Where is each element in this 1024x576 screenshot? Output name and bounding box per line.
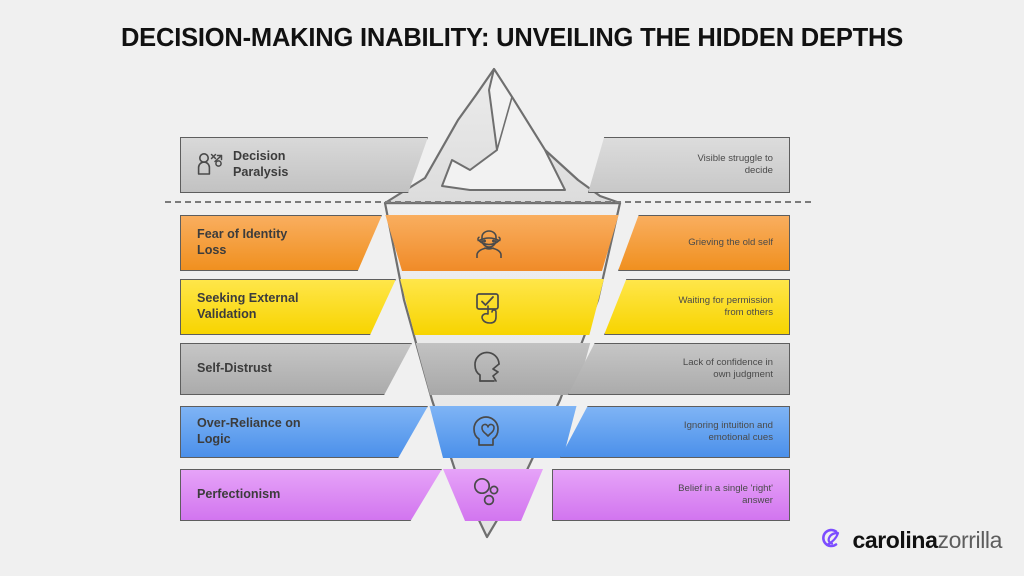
tier-left-text: Self-Distrust: [197, 361, 272, 376]
iceberg-band-fear-of-identity-loss: [385, 215, 619, 271]
tier-left-text: Fear of Identity Loss: [197, 227, 288, 257]
logo-word-primary: carolina: [852, 527, 938, 553]
tier-right-text: Visible struggle to decide: [697, 153, 773, 176]
tier-right-text: Lack of confidence in own judgment: [682, 357, 773, 380]
tier-left-text: Decision Paralysis: [233, 149, 289, 179]
tier-left-text: Over-Reliance on Logic: [197, 416, 301, 446]
iceberg-band-over-reliance-on-logic: [429, 406, 577, 458]
page-title: DECISION-MAKING INABILITY: UNVEILING THE…: [120, 24, 904, 52]
tier-label-right-decision-paralysis[interactable]: Visible struggle to decide: [588, 137, 790, 193]
tier-label-right-self-distrust[interactable]: Lack of confidence in own judgment: [568, 343, 790, 395]
tier-label-left-decision-paralysis[interactable]: Decision Paralysis: [180, 137, 428, 193]
tier-right-text: Ignoring intuition and emotional cues: [683, 420, 773, 443]
tier-left-text: Perfectionism: [197, 487, 281, 502]
tier-label-left-self-distrust[interactable]: Self-Distrust: [180, 343, 412, 395]
tier-label-left-seeking-external-validation[interactable]: Seeking External Validation: [180, 279, 396, 335]
tier-label-right-seeking-external-validation[interactable]: Waiting for permission from others: [604, 279, 790, 335]
tier-right-text: Belief in a single 'right' answer: [678, 483, 773, 506]
tier-left-text: Seeking External Validation: [197, 291, 299, 321]
iceberg-band-self-distrust: [415, 343, 591, 395]
tier-label-left-over-reliance-on-logic[interactable]: Over-Reliance on Logic: [180, 406, 428, 458]
tier-right-text: Grieving the old self: [688, 237, 773, 248]
tier-label-left-perfectionism[interactable]: Perfectionism: [180, 469, 442, 521]
logo-mark-icon: [815, 523, 845, 558]
tier-right-text: Waiting for permission from others: [678, 295, 773, 318]
logo-word-secondary: zorrilla: [937, 527, 1002, 553]
waterline-divider: [165, 201, 811, 203]
tier-label-right-perfectionism[interactable]: Belief in a single 'right' answer: [552, 469, 790, 521]
tier-label-right-over-reliance-on-logic[interactable]: Ignoring intuition and emotional cues: [560, 406, 790, 458]
iceberg-band-perfectionism: [443, 469, 543, 521]
tier-label-left-fear-of-identity-loss[interactable]: Fear of Identity Loss: [180, 215, 382, 271]
iceberg-band-seeking-external-validation: [400, 279, 604, 335]
tier-label-right-fear-of-identity-loss[interactable]: Grieving the old self: [618, 215, 790, 271]
